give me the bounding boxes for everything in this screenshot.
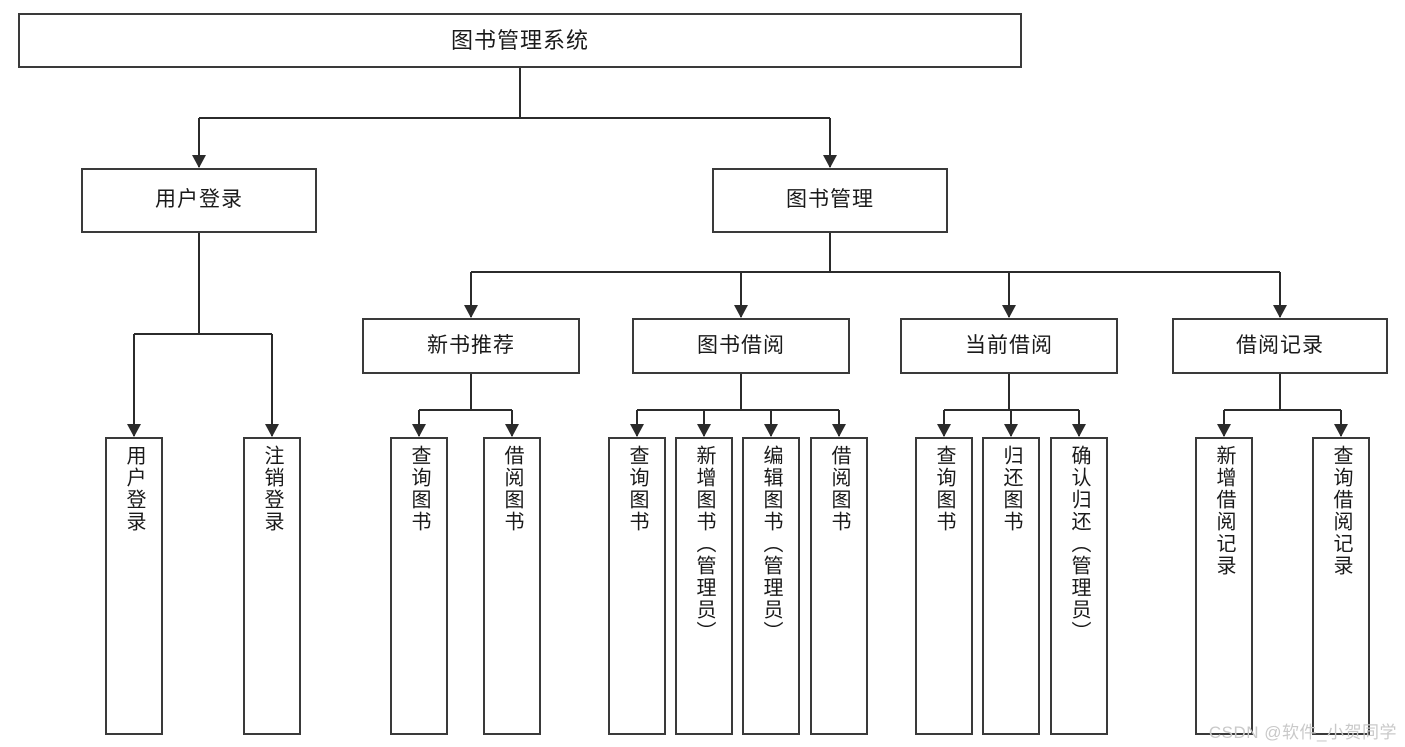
node-label: 图书管理系统 bbox=[450, 27, 589, 53]
connector-line bbox=[199, 117, 830, 119]
connector-line bbox=[470, 374, 472, 410]
node-查询借阅记录-12[interactable]: 查询借阅记录 bbox=[1312, 437, 1370, 735]
arrow-head bbox=[764, 424, 778, 437]
node-用户登录-0[interactable]: 用户登录 bbox=[105, 437, 163, 735]
connector-line bbox=[470, 272, 472, 317]
node-label: 新书推荐 bbox=[427, 333, 515, 357]
connector-line bbox=[133, 334, 135, 436]
arrow-head bbox=[1004, 424, 1018, 437]
node-label: 查询图书 bbox=[933, 445, 955, 533]
node-label: 用户登录 bbox=[155, 188, 243, 212]
node-label: 借阅图书 bbox=[828, 445, 850, 533]
node-注销登录-1[interactable]: 注销登录 bbox=[243, 437, 301, 735]
connector-line bbox=[1008, 272, 1010, 317]
arrow-head bbox=[697, 424, 711, 437]
node-label: 查询图书 bbox=[408, 445, 430, 533]
connector-line bbox=[1010, 410, 1012, 436]
node-借阅记录-3[interactable]: 借阅记录 bbox=[1172, 318, 1388, 374]
node-label: 查询借阅记录 bbox=[1330, 445, 1352, 577]
connector-line bbox=[636, 410, 638, 436]
connector-line bbox=[418, 410, 420, 436]
arrow-head bbox=[823, 155, 837, 168]
node-label: 图书借阅 bbox=[697, 333, 785, 357]
node-新书推荐-0[interactable]: 新书推荐 bbox=[362, 318, 580, 374]
connector-line bbox=[1224, 409, 1341, 411]
node-编辑图书管理员-6[interactable]: 编辑图书（管理员） bbox=[742, 437, 800, 735]
node-确认归还管理员-10[interactable]: 确认归还（管理员） bbox=[1050, 437, 1108, 735]
node-label: 新增借阅记录 bbox=[1213, 445, 1235, 577]
connector-line bbox=[1279, 272, 1281, 317]
arrow-head bbox=[832, 424, 846, 437]
node-查询图书-8[interactable]: 查询图书 bbox=[915, 437, 973, 735]
node-label: 用户登录 bbox=[123, 445, 145, 533]
connector-line bbox=[419, 409, 512, 411]
node-借阅图书-7[interactable]: 借阅图书 bbox=[810, 437, 868, 735]
node-新增图书管理员-5[interactable]: 新增图书（管理员） bbox=[675, 437, 733, 735]
node-label: 当前借阅 bbox=[965, 333, 1053, 357]
arrow-head bbox=[1217, 424, 1231, 437]
arrow-head bbox=[734, 305, 748, 318]
arrow-head bbox=[630, 424, 644, 437]
node-label: 归还图书 bbox=[1000, 445, 1022, 533]
node-图书管理-1[interactable]: 图书管理 bbox=[712, 168, 948, 233]
node-图书管理系统[interactable]: 图书管理系统 bbox=[18, 13, 1022, 68]
node-图书借阅-1[interactable]: 图书借阅 bbox=[632, 318, 850, 374]
connector-line bbox=[271, 334, 273, 436]
node-借阅图书-3[interactable]: 借阅图书 bbox=[483, 437, 541, 735]
arrow-head bbox=[1072, 424, 1086, 437]
node-label: 借阅图书 bbox=[501, 445, 523, 533]
arrow-head bbox=[1002, 305, 1016, 318]
connector-line bbox=[511, 410, 513, 436]
node-当前借阅-2[interactable]: 当前借阅 bbox=[900, 318, 1118, 374]
arrow-head bbox=[937, 424, 951, 437]
node-label: 借阅记录 bbox=[1236, 333, 1324, 357]
node-查询图书-4[interactable]: 查询图书 bbox=[608, 437, 666, 735]
connector-line bbox=[1340, 410, 1342, 436]
arrow-head bbox=[412, 424, 426, 437]
connector-line bbox=[1008, 374, 1010, 410]
connector-line bbox=[471, 271, 1280, 273]
arrow-head bbox=[505, 424, 519, 437]
node-用户登录-0[interactable]: 用户登录 bbox=[81, 168, 317, 233]
node-label: 查询图书 bbox=[626, 445, 648, 533]
connector-line bbox=[198, 118, 200, 167]
arrow-head bbox=[192, 155, 206, 168]
connector-line bbox=[1279, 374, 1281, 410]
arrow-head bbox=[464, 305, 478, 318]
node-label: 注销登录 bbox=[261, 445, 283, 533]
node-label: 确认归还（管理员） bbox=[1068, 445, 1090, 643]
connector-line bbox=[770, 410, 772, 436]
arrow-head bbox=[1273, 305, 1287, 318]
connector-line bbox=[1078, 410, 1080, 436]
connector-line bbox=[637, 409, 839, 411]
connector-line bbox=[838, 410, 840, 436]
connector-line bbox=[740, 272, 742, 317]
connector-line bbox=[829, 118, 831, 167]
connector-line bbox=[703, 410, 705, 436]
connector-line bbox=[198, 233, 200, 334]
node-归还图书-9[interactable]: 归还图书 bbox=[982, 437, 1040, 735]
arrow-head bbox=[265, 424, 279, 437]
connector-line bbox=[943, 410, 945, 436]
connector-line bbox=[1223, 410, 1225, 436]
connector-line bbox=[134, 333, 272, 335]
node-label: 新增图书（管理员） bbox=[693, 445, 715, 643]
arrow-head bbox=[1334, 424, 1348, 437]
connector-line bbox=[829, 233, 831, 272]
node-label: 图书管理 bbox=[786, 188, 874, 212]
connector-line bbox=[519, 68, 521, 118]
node-查询图书-2[interactable]: 查询图书 bbox=[390, 437, 448, 735]
node-label: 编辑图书（管理员） bbox=[760, 445, 782, 643]
connector-line bbox=[740, 374, 742, 410]
arrow-head bbox=[127, 424, 141, 437]
watermark: CSDN @软件_小贺同学 bbox=[1208, 723, 1397, 742]
node-新增借阅记录-11[interactable]: 新增借阅记录 bbox=[1195, 437, 1253, 735]
